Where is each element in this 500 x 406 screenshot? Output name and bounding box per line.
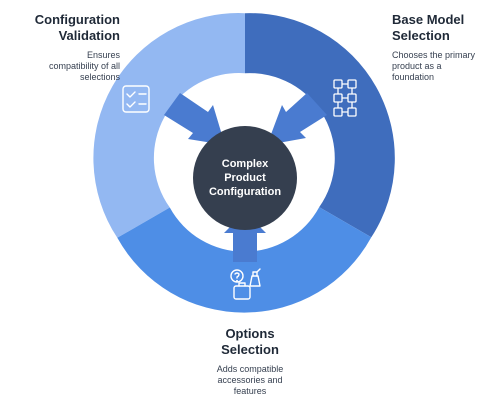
center-hub <box>193 126 297 230</box>
options-desc-line: features <box>233 386 267 396</box>
options-desc-line: Adds compatible <box>216 364 284 374</box>
options-title-line: Options <box>225 326 275 341</box>
options-title-line: Selection <box>221 342 279 357</box>
base-model-title-line: Selection <box>392 28 450 43</box>
validation-desc-line: Ensures <box>86 50 120 60</box>
segment-validation <box>93 13 246 238</box>
options-desc-line: accessories and <box>217 375 283 385</box>
base-model-desc-line: foundation <box>392 72 435 82</box>
base-model-desc-line: Chooses the primary <box>392 50 476 60</box>
center-label: Complex Product Configuration <box>193 133 297 223</box>
validation-description: Ensures compatibility of all selections <box>10 50 120 83</box>
validation-title: Configuration Validation <box>10 12 120 44</box>
arrow-from-base <box>267 93 327 145</box>
validation-title-line: Validation <box>58 28 120 43</box>
options-title: Options Selection <box>180 326 320 358</box>
options-description: Adds compatible accessories and features <box>180 364 320 397</box>
options-label: Options Selection Adds compatible access… <box>180 326 320 397</box>
segment-base <box>245 13 395 238</box>
base-model-title: Base Model Selection <box>392 12 496 44</box>
checklist-icon <box>122 85 150 113</box>
center-line-1: Complex <box>221 158 269 170</box>
center-line-3: Configuration <box>208 186 282 198</box>
base-model-title-line: Base Model <box>392 12 465 27</box>
validation-desc-line: compatibility of all <box>48 61 120 71</box>
shopping-options-icon <box>230 268 261 300</box>
center-line-2: Product <box>224 172 266 184</box>
base-model-label: Base Model Selection Chooses the primary… <box>392 12 496 83</box>
validation-desc-line: selections <box>79 72 120 82</box>
hierarchy-icon <box>333 79 357 117</box>
arrow-from-validation <box>164 93 225 145</box>
validation-label: Configuration Validation Ensures compati… <box>10 12 120 83</box>
validation-title-line: Configuration <box>34 12 120 27</box>
base-model-desc-line: product as a <box>392 61 442 71</box>
base-model-description: Chooses the primary product as a foundat… <box>392 50 496 83</box>
